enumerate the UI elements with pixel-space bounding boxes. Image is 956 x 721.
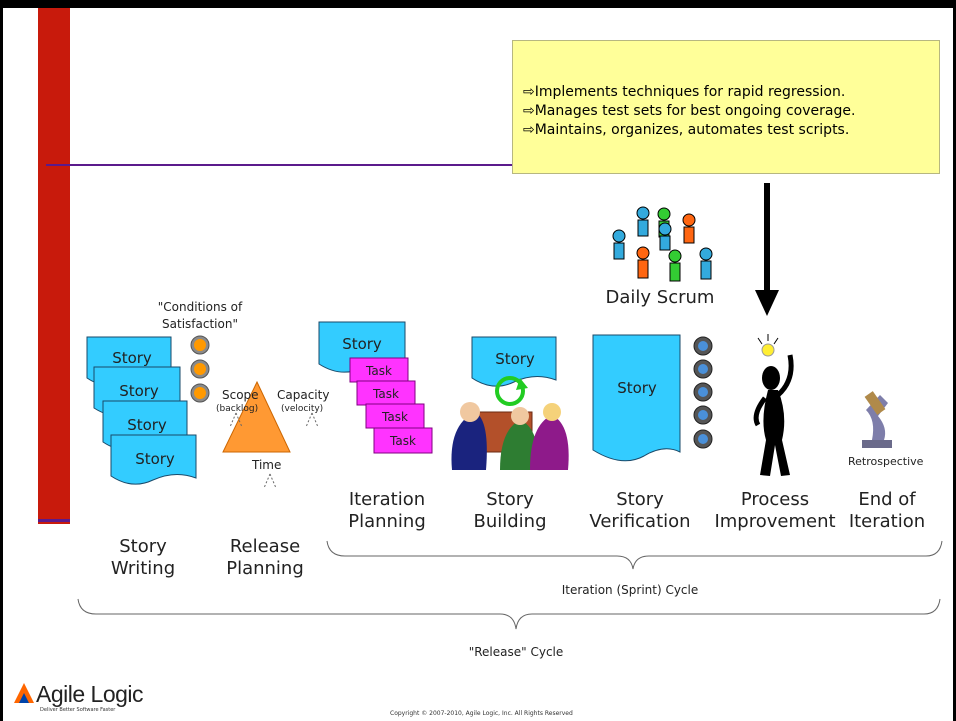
verification-story-label: Story [617,379,657,397]
bottom-divider-line [38,519,70,522]
callout-line-2: ⇨Manages test sets for best ongoing cove… [523,103,856,119]
release-cycle-label: "Release" Cycle [468,645,564,659]
release-cycle-brace [77,598,941,630]
task-label-4: Task [390,434,416,448]
story-card-label-2: Story [119,382,159,400]
task-label-1: Task [366,364,392,378]
verification-story-card [592,334,681,462]
iteration-planning-label-l2: Planning [348,511,426,532]
process-improvement-label-l1: Process [740,489,810,510]
callout-line-1: ⇨Implements techniques for rapid regress… [523,84,846,100]
red-accent-bar [38,8,70,524]
agile-logic-logo-icon [14,683,34,703]
story-card-label-3: Story [127,416,167,434]
conditions-label-line-1: "Conditions of [157,300,243,314]
scope-label: Scope [222,388,259,402]
story-building-label-l1: Story [486,489,534,510]
time-label: Time [252,458,282,472]
story-verification-label-l1: Story [616,489,664,510]
tester-role-callout: ⇨Implements techniques for rapid regress… [512,40,940,174]
idea-person-icon [753,334,794,476]
building-story-card [471,336,557,387]
task-label-3: Task [382,410,408,424]
iteration-story-label: Story [342,335,382,353]
iteration-cycle-label: Iteration (Sprint) Cycle [561,583,699,597]
scope-sub-label: (backlog) [216,404,259,414]
slide-frame-top [0,0,956,8]
slide-frame-right [953,0,956,721]
end-of-iteration-label-l1: End of [858,489,916,510]
story-verification-label-l2: Verification [589,511,691,532]
check-icon-stack [693,336,713,449]
end-of-iteration-label-l2: Iteration [848,511,926,532]
capacity-label: Capacity [277,388,330,402]
daily-scrum-label: Daily Scrum [605,287,715,308]
iteration-planning-label-l1: Iteration [348,489,426,510]
story-card-label-4: Story [135,450,175,468]
team-building-illustration [451,402,569,470]
question-icon-stack [190,335,210,403]
release-planning-label-l1: Release [229,536,301,557]
logo-name: Agile Logic [36,681,144,707]
scrum-team-icon [612,206,713,282]
task-card-stack [349,357,433,454]
story-writing-label-l2: Writing [110,558,176,579]
conditions-label-line-2: Satisfaction" [162,317,238,331]
iteration-cycle-brace [326,540,943,570]
story-card-stack [86,336,197,485]
slide-frame-left [0,0,3,721]
release-planning-label-l2: Planning [226,558,304,579]
building-story-label: Story [495,350,535,368]
capacity-sub-label: (velocity) [281,404,324,414]
microscope-icon [862,391,892,448]
story-writing-label-l1: Story [119,536,167,557]
callout-line-3: ⇨Maintains, organizes, automates test sc… [523,122,850,138]
logo-tagline: Deliver Better Software Faster [40,707,116,713]
copyright-text: Copyright © 2007-2010, Agile Logic, Inc.… [390,710,573,717]
refresh-icon [495,376,528,406]
task-label-2: Task [373,387,399,401]
down-arrow-icon [755,183,779,316]
retrospective-label: Retrospective [848,455,924,468]
title-divider-line [46,164,512,166]
iron-triangle-icon [222,380,319,489]
process-improvement-label-l2: Improvement [714,511,836,532]
story-building-label-l2: Building [473,511,547,532]
story-card-label-1: Story [112,349,152,367]
